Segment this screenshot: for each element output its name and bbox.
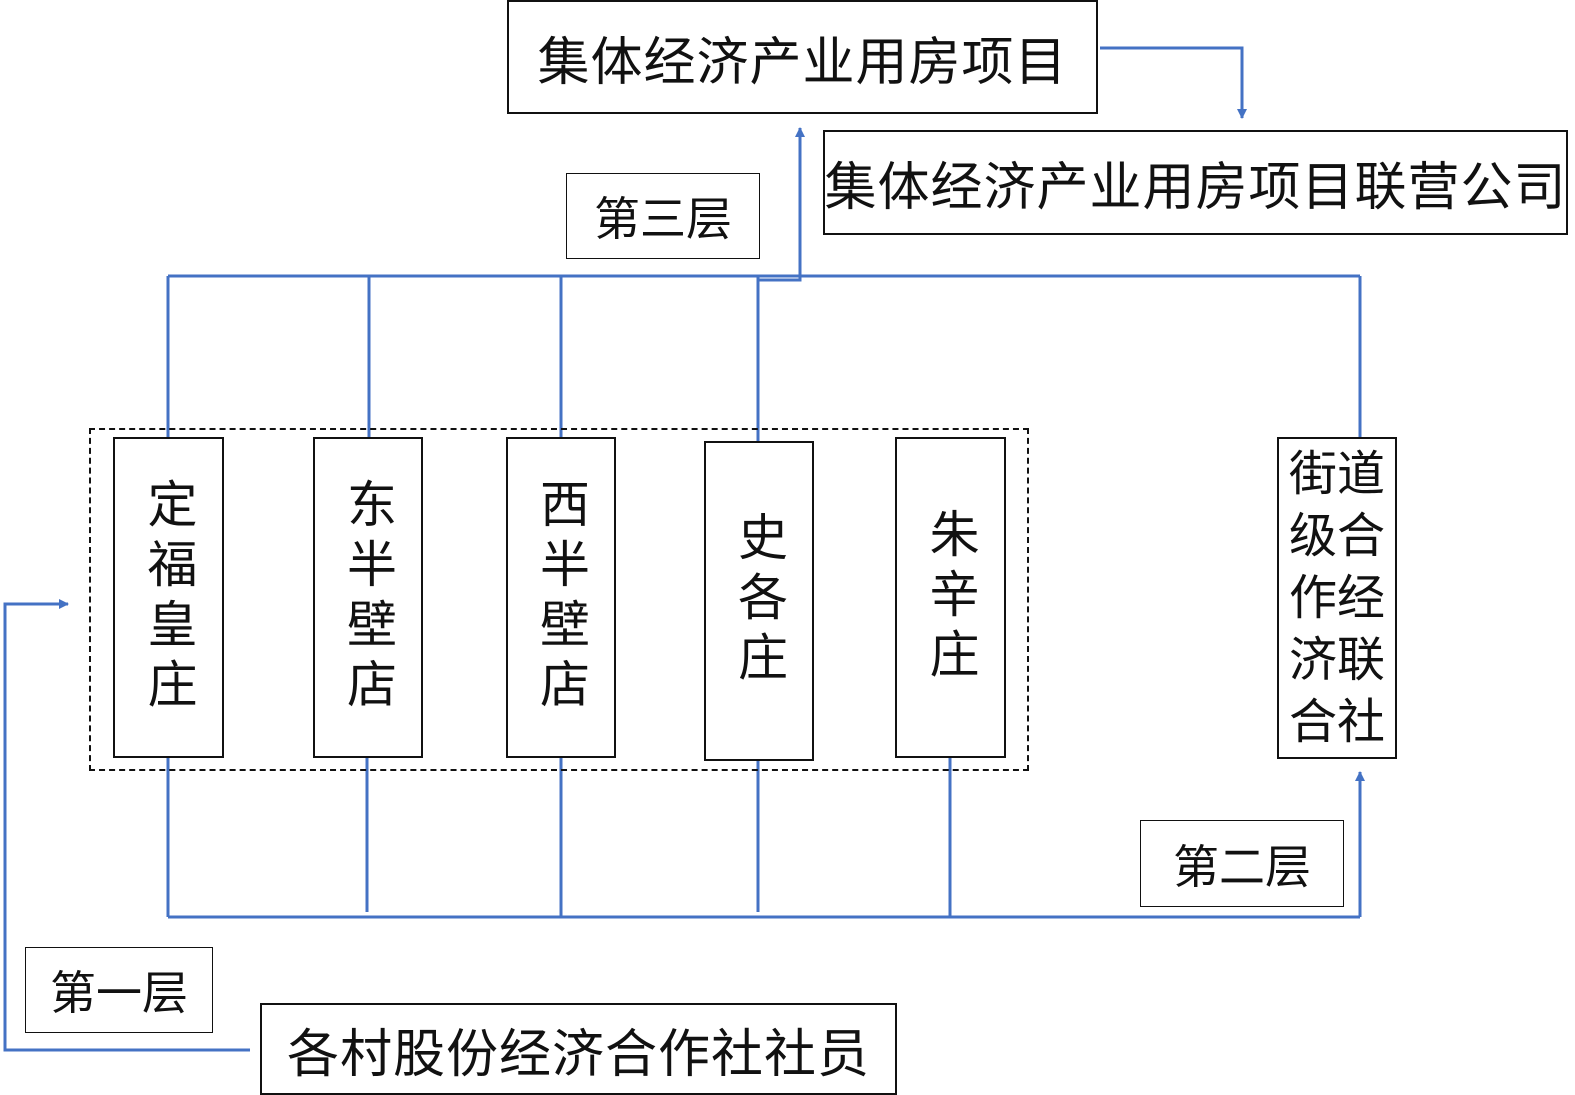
top-project-label: 集体经济产业用房项目: [537, 32, 1068, 93]
village-shigezhuang: 史各庄: [704, 441, 814, 761]
village-xibanbidian: 西半壁店: [506, 437, 616, 758]
street-union-line: 作经: [1288, 570, 1385, 626]
layer-three-tag: 第三层: [566, 173, 760, 259]
street-union-line: 济联: [1288, 632, 1385, 688]
arrow-to-top-project: [758, 127, 805, 282]
village-dingfuhuangzhuang: 定福皇庄: [113, 437, 224, 758]
village-label: 西半壁店: [532, 477, 590, 718]
members-box: 各村股份经济合作社社员: [260, 1003, 897, 1095]
arrow-members-to-villages: [3, 599, 250, 1052]
villages-group: [89, 428, 1029, 771]
street-union-box: 街道 级合 作经 济联 合社: [1277, 437, 1397, 759]
joint-company-label: 集体经济产业用房项目联营公司: [824, 158, 1567, 218]
layer-two-label: 第二层: [1173, 839, 1311, 894]
top-project-box: 集体经济产业用房项目: [507, 0, 1098, 114]
street-union-line: 级合: [1288, 508, 1385, 564]
layer-one-label: 第一层: [50, 966, 188, 1020]
layer-two-tag: 第二层: [1140, 820, 1344, 907]
layer-one-tag: 第一层: [25, 947, 213, 1033]
village-label: 东半壁店: [339, 477, 397, 718]
village-dongbanbidian: 东半壁店: [313, 437, 423, 758]
joint-company-box: 集体经济产业用房项目联营公司: [823, 130, 1568, 235]
village-zhuxinzhuang: 朱辛庄: [895, 437, 1006, 758]
village-label: 史各庄: [730, 511, 788, 691]
arrow-project-to-company: [1100, 46, 1247, 119]
members-label: 各村股份经济合作社社员: [286, 1024, 870, 1085]
street-union-line: 合社: [1288, 694, 1385, 750]
street-union-line: 街道: [1288, 446, 1385, 502]
village-label: 朱辛庄: [921, 507, 980, 688]
village-label: 定福皇庄: [139, 477, 198, 718]
layer-three-label: 第三层: [594, 192, 732, 246]
street-union-label: 街道 级合 作经 济联 合社: [1279, 443, 1395, 753]
